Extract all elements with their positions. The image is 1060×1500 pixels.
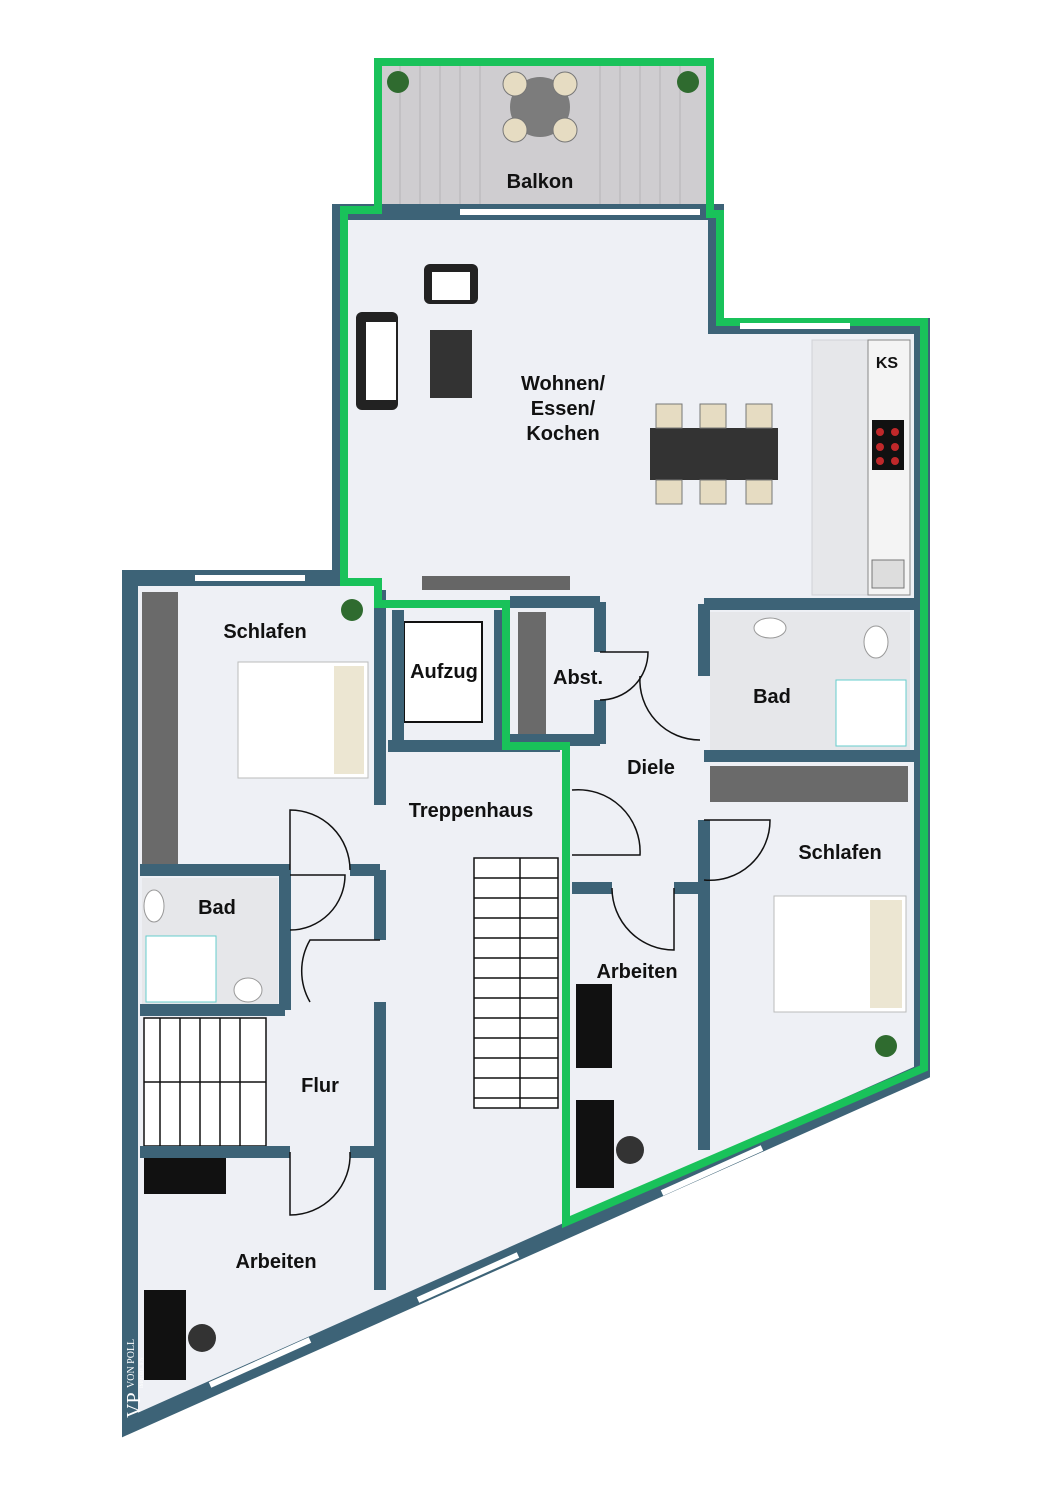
logo-name: VON POLL [126, 1339, 137, 1388]
apartment-outline [340, 58, 928, 1229]
staircase-flur [143, 1017, 267, 1147]
washbasin-right [753, 617, 787, 639]
label-schlafen-left: Schlafen [223, 621, 306, 643]
label-diele: Diele [627, 757, 675, 779]
label-bad-right: Bad [753, 686, 791, 708]
label-treppenhaus: Treppenhaus [409, 800, 533, 822]
label-kochen: Kochen [526, 423, 599, 445]
label-arbeiten-mid: Arbeiten [596, 961, 677, 983]
dining-chairs [655, 403, 773, 505]
desk-left-2 [144, 1290, 186, 1380]
wardrobe-right [710, 766, 908, 802]
toilet-left [233, 977, 263, 1003]
building-floor [130, 212, 922, 1425]
label-aufzug: Aufzug [410, 661, 478, 683]
desk-mid-1 [576, 984, 612, 1068]
label-essen: Essen/ [531, 398, 596, 420]
kitchen-tile-floor [811, 339, 869, 596]
tv-sideboard [422, 576, 570, 590]
bed-right-pillows [870, 900, 902, 1008]
balcony-table-set [502, 71, 578, 143]
shower-right [835, 679, 907, 747]
label-bad-left: Bad [198, 897, 236, 919]
shower-left [145, 935, 217, 1003]
office-chair-left [188, 1324, 216, 1352]
plant-icon [341, 71, 897, 1057]
toilet-right [863, 625, 889, 659]
label-schlafen-right: Schlafen [798, 842, 881, 864]
desk-left-1 [144, 1158, 226, 1194]
coffee-table [430, 330, 472, 398]
cooktop-burners [876, 428, 899, 465]
label-flur: Flur [301, 1075, 339, 1097]
logo-mark: VP [123, 1392, 145, 1418]
label-arbeiten-left: Arbeiten [235, 1251, 316, 1273]
von-poll-logo: VP VON POLL IMMOBILIEN [123, 1339, 145, 1418]
sink [871, 559, 905, 589]
elevator-cabin [403, 621, 483, 723]
label-abst: Abst. [553, 667, 603, 689]
office-chair [616, 1136, 644, 1164]
wardrobe-left [142, 592, 178, 866]
dining-table [650, 428, 778, 480]
windows [195, 209, 850, 1388]
label-ks: KS [876, 355, 899, 372]
logo-sub: IMMOBILIEN [140, 1357, 145, 1388]
staircase-main [473, 857, 559, 1109]
washbasin-left [143, 889, 165, 923]
door-swings [289, 651, 771, 1216]
bed-left-pillows [334, 666, 364, 774]
label-balkon: Balkon [507, 171, 574, 193]
sofa-cushion [366, 322, 396, 400]
desk-mid-2 [576, 1100, 614, 1188]
abst-shelf [518, 612, 546, 734]
label-wohnen: Wohnen/ [521, 373, 606, 395]
armchair-cushion [432, 272, 470, 300]
